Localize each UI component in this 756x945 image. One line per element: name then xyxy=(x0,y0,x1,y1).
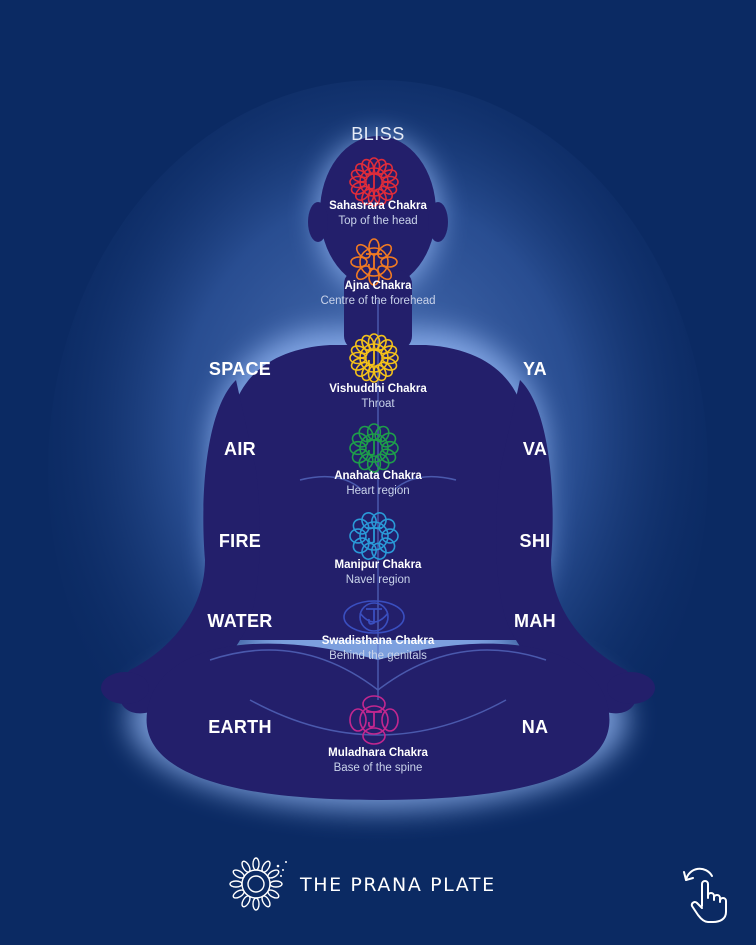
swadisthana-symbol-icon xyxy=(343,600,405,634)
syllable-label-na: NA xyxy=(521,717,549,737)
chakra-location-sahasrara: Top of the head xyxy=(338,215,418,227)
anahata-symbol-icon xyxy=(349,423,399,473)
muladhara-symbol-icon xyxy=(349,695,399,745)
chakra-name-manipur: Manipur Chakra xyxy=(334,559,422,571)
chakra-name-vishuddhi: Vishuddhi Chakra xyxy=(329,383,427,395)
element-label-air: AIR xyxy=(224,439,256,459)
tap-hand-icon[interactable] xyxy=(680,866,732,924)
chakra-name-sahasrara: Sahasrara Chakra xyxy=(329,200,427,212)
element-label-fire: FIRE xyxy=(218,531,262,551)
syllable-label-mah: MAH xyxy=(514,611,556,631)
syllable-label-ya: YA xyxy=(523,359,547,379)
syllable-label-va: VA xyxy=(522,439,548,459)
element-label-water: WATER xyxy=(207,611,273,631)
chakra-location-muladhara: Base of the spine xyxy=(333,762,423,774)
vishuddhi-symbol-icon xyxy=(349,333,399,383)
chakra-name-swadisthana: Swadisthana Chakra xyxy=(321,635,435,647)
chakra-name-ajna: Ajna Chakra xyxy=(344,280,412,292)
syllable-label-shi: SHI xyxy=(519,531,551,551)
chakra-location-manipur: Navel region xyxy=(345,574,411,586)
chakra-location-swadisthana: Behind the genitals xyxy=(329,650,427,662)
brand-name: THE PRANA PLATE xyxy=(300,874,496,896)
ajna-symbol-icon xyxy=(350,238,398,286)
chakra-location-ajna: Centre of the forehead xyxy=(320,295,436,307)
element-label-earth: EARTH xyxy=(208,717,272,737)
mandala-logo-icon xyxy=(229,857,287,911)
chakra-location-vishuddhi: Throat xyxy=(361,398,395,410)
sahasrara-symbol-icon xyxy=(349,157,399,207)
bliss-label: BLISS xyxy=(351,124,405,144)
chakra-name-muladhara: Muladhara Chakra xyxy=(328,747,428,759)
element-label-space: SPACE xyxy=(208,359,272,379)
chakra-location-anahata: Heart region xyxy=(346,485,410,497)
manipur-symbol-icon xyxy=(349,512,399,560)
chakra-name-anahata: Anahata Chakra xyxy=(334,470,422,482)
